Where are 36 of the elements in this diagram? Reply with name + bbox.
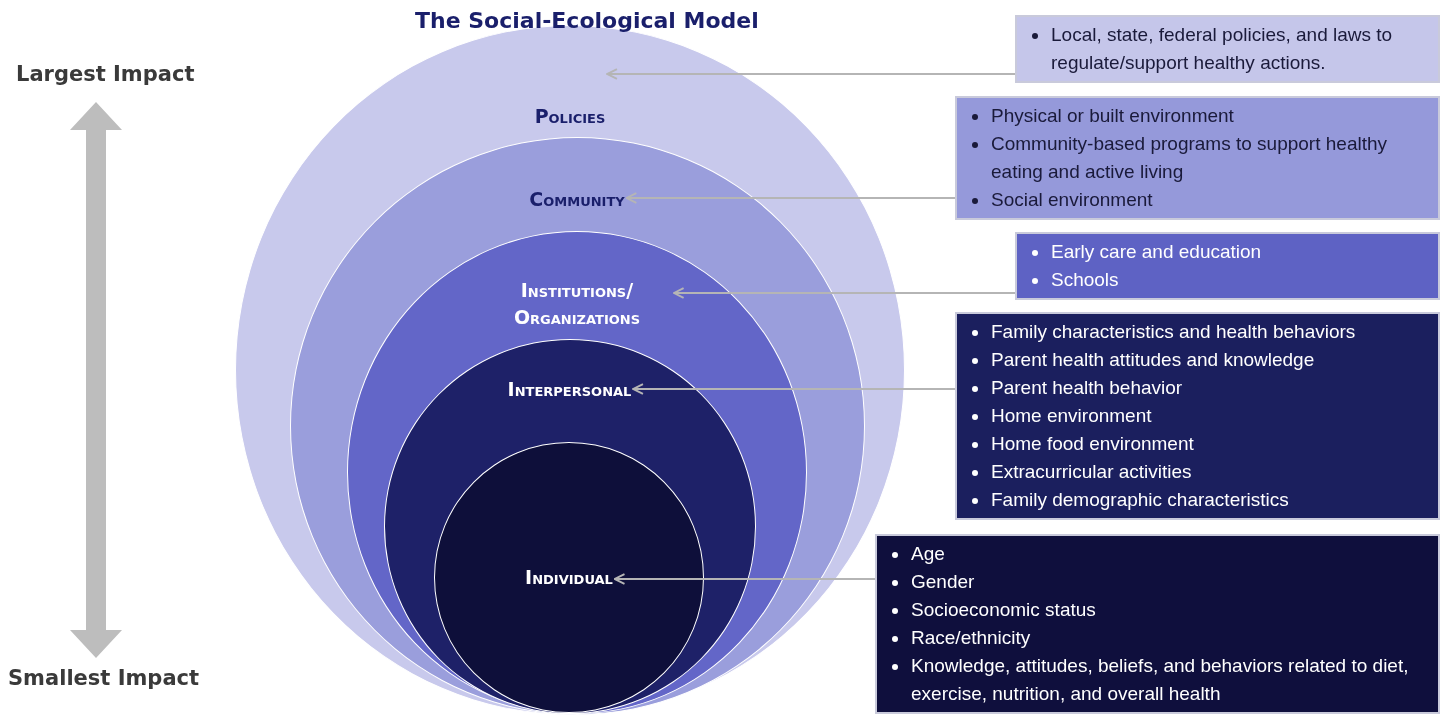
bullet-text: Physical or built environment [991,104,1235,128]
ring-label: Institutions/ Organizations [512,278,642,330]
text-panel [1015,15,1440,83]
bullet-text: Knowledge, attitudes, beliefs, and behaviors related to diet, exercise, nutrition, and overall health [911,654,1410,706]
bullet-text: Schools [1051,268,1120,292]
bullet-text: Extracurricular activities [991,460,1193,484]
bullet-text: Parent health attitudes and knowledge [991,348,1316,372]
bullet-text: Parent health behavior [991,376,1184,400]
bullet-text: Community-based programs to support healthy eating and active living [991,132,1389,184]
arrow [625,192,955,204]
text-panel [1015,232,1440,300]
arrow [613,573,875,585]
bullet-text: Local, state, federal policies, and laws to regulate/support healthy actions. [1051,23,1394,75]
ring-label: Individual [525,565,613,590]
bullet-text: Socioeconomic status [911,598,1097,622]
diagram-title: The Social-Ecological Model [415,8,759,33]
bullet-text: Social environment [991,188,1154,212]
bullet-text: Age [911,542,946,566]
bullet-text: Race/ethnicity [911,626,1032,650]
ring-label: Interpersonal [507,376,632,402]
bullet-text: Gender [911,570,976,594]
ring-label: Policies [534,104,606,129]
bullet-text: Family demographic characteristics [991,488,1290,512]
arrow [632,383,955,395]
text-panel [955,312,1440,520]
text-panel [955,96,1440,220]
bullet-text: Home food environment [991,432,1195,456]
scale-label: Largest Impact [16,62,195,86]
bullet-text: Family characteristics and health behaviors [991,320,1357,344]
bullet-text: Home environment [991,404,1153,428]
text-panel [875,534,1440,714]
ring-label: Community [529,186,625,212]
arrow [606,68,1015,80]
scale-label: Smallest Impact [8,666,200,690]
bullet-text: Early care and education [1051,240,1263,264]
arrow [673,287,1015,299]
